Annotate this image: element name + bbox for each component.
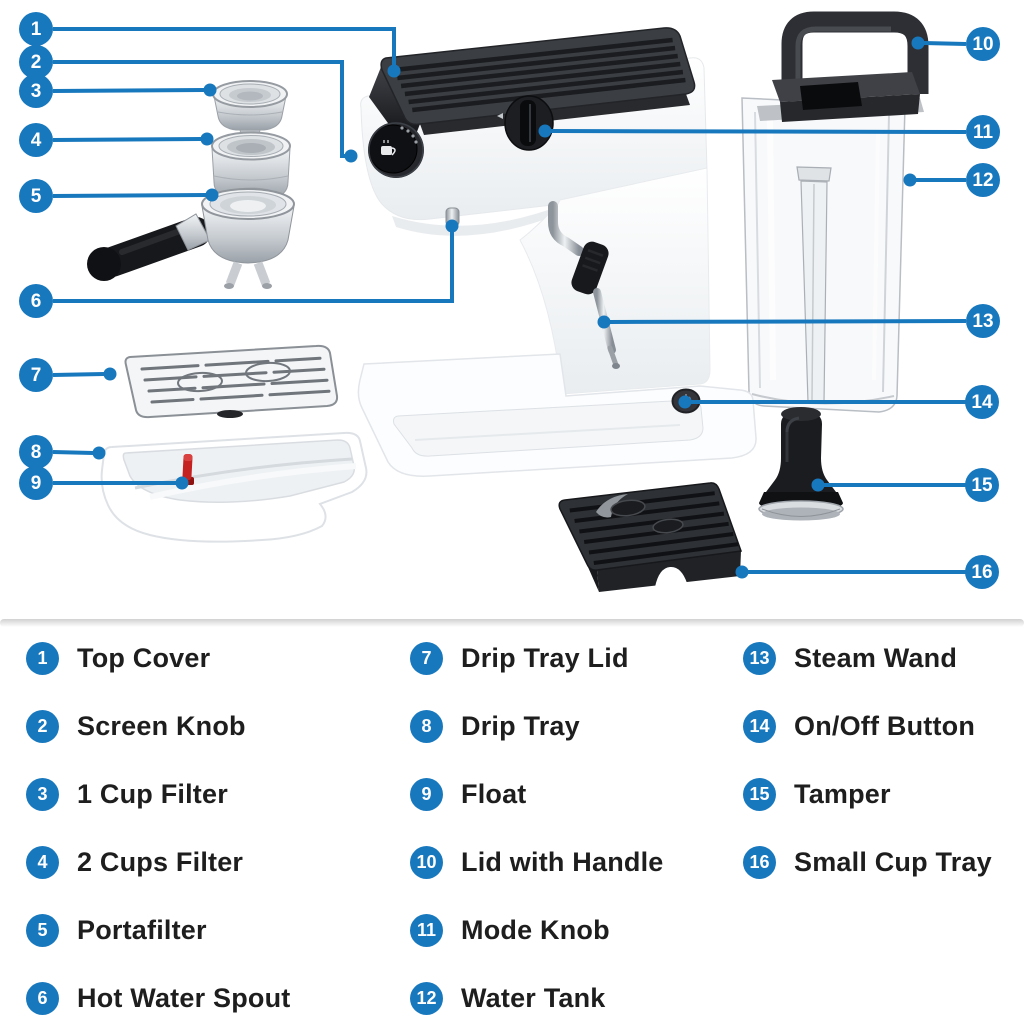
legend-badge-3: 3 bbox=[26, 777, 59, 811]
legend-label-1-cup-filter: 1 Cup Filter bbox=[77, 778, 228, 809]
legend-item-drip-tray-lid: 7 Drip Tray Lid bbox=[410, 624, 664, 692]
legend-item-lid-with-handle: 10 Lid with Handle bbox=[410, 828, 664, 896]
legend-column-2: 7 Drip Tray Lid 8 Drip Tray 9 Float 10 L… bbox=[410, 624, 664, 1032]
small-cup-tray-illustration bbox=[558, 482, 743, 598]
legend-label-tamper: Tamper bbox=[794, 778, 891, 809]
legend-column-3: 13 Steam Wand 14 On/Off Button 15 Tamper… bbox=[743, 624, 992, 896]
leader-lines bbox=[52, 27, 967, 579]
legend-item-mode-knob: 11 Mode Knob bbox=[410, 896, 664, 964]
callout-badge-2: 2 bbox=[19, 45, 53, 79]
legend-label-on-off-button: On/Off Button bbox=[794, 710, 976, 741]
callout-badge-13: 13 bbox=[966, 304, 1000, 338]
legend-item-1-cup-filter: 3 1 Cup Filter bbox=[26, 760, 290, 828]
legend-divider bbox=[0, 619, 1024, 627]
legend-badge-15: 15 bbox=[743, 777, 776, 811]
legend-badge-8: 8 bbox=[410, 709, 443, 743]
machine-body-illustration bbox=[357, 27, 757, 477]
legend-item-screen-knob: 2 Screen Knob bbox=[26, 692, 290, 760]
portafilter-illustration bbox=[87, 188, 295, 289]
legend-badge-13: 13 bbox=[743, 641, 776, 675]
drip-tray-illustration bbox=[100, 431, 368, 543]
legend-badge-14: 14 bbox=[743, 709, 776, 743]
legend-badge-11: 11 bbox=[410, 913, 443, 947]
legend-label-screen-knob: Screen Knob bbox=[77, 710, 246, 741]
legend-item-on-off-button: 14 On/Off Button bbox=[743, 692, 992, 760]
legend-item-hot-water-spout: 6 Hot Water Spout bbox=[26, 964, 290, 1032]
legend-item-steam-wand: 13 Steam Wand bbox=[743, 624, 992, 692]
callout-badge-12: 12 bbox=[966, 163, 1000, 197]
callout-badge-6: 6 bbox=[19, 284, 53, 318]
callout-badge-4: 4 bbox=[19, 123, 53, 157]
callout-badge-1: 1 bbox=[19, 12, 53, 46]
legend-item-small-cup-tray: 16 Small Cup Tray bbox=[743, 828, 992, 896]
legend-label-drip-tray-lid: Drip Tray Lid bbox=[461, 642, 629, 673]
callout-badge-8: 8 bbox=[19, 435, 53, 469]
legend-item-2-cups-filter: 4 2 Cups Filter bbox=[26, 828, 290, 896]
callout-badge-5: 5 bbox=[19, 179, 53, 213]
callout-badge-14: 14 bbox=[965, 385, 999, 419]
callout-badge-7: 7 bbox=[19, 358, 53, 392]
legend-item-portafilter: 5 Portafilter bbox=[26, 896, 290, 964]
legend-column-1: 1 Top Cover 2 Screen Knob 3 1 Cup Filter… bbox=[26, 624, 290, 1032]
screen-knob-illustration bbox=[368, 122, 424, 178]
legend-badge-6: 6 bbox=[26, 981, 59, 1015]
legend-label-steam-wand: Steam Wand bbox=[794, 642, 958, 673]
legend-label-top-cover: Top Cover bbox=[77, 642, 211, 673]
legend-label-lid-with-handle: Lid with Handle bbox=[461, 846, 664, 877]
espresso-machine-illustration bbox=[52, 11, 967, 598]
legend-badge-10: 10 bbox=[410, 845, 443, 879]
drip-tray-lid-illustration bbox=[124, 344, 339, 419]
legend-item-float: 9 Float bbox=[410, 760, 664, 828]
legend-badge-2: 2 bbox=[26, 709, 59, 743]
callout-badge-3: 3 bbox=[19, 74, 53, 108]
callout-badge-9: 9 bbox=[19, 466, 53, 500]
legend-item-tamper: 15 Tamper bbox=[743, 760, 992, 828]
legend-badge-9: 9 bbox=[410, 777, 443, 811]
legend-item-drip-tray: 8 Drip Tray bbox=[410, 692, 664, 760]
top-cover-illustration bbox=[369, 27, 696, 152]
legend-item-top-cover: 1 Top Cover bbox=[26, 624, 290, 692]
legend-label-mode-knob: Mode Knob bbox=[461, 914, 610, 945]
legend-label-2-cups-filter: 2 Cups Filter bbox=[77, 846, 244, 877]
water-tank-illustration bbox=[741, 97, 906, 413]
legend-badge-5: 5 bbox=[26, 913, 59, 947]
callout-badge-10: 10 bbox=[966, 27, 1000, 61]
legend-label-small-cup-tray: Small Cup Tray bbox=[794, 846, 992, 877]
tank-lid-with-handle-illustration bbox=[757, 11, 929, 122]
callout-badge-11: 11 bbox=[966, 115, 1000, 149]
legend-label-float: Float bbox=[461, 778, 527, 809]
product-exploded-diagram: 1 2 3 4 5 6 7 8 9 10 11 12 13 14 15 16 bbox=[19, 11, 1000, 598]
legend-label-water-tank: Water Tank bbox=[461, 982, 606, 1013]
legend: 1 Top Cover 2 Screen Knob 3 1 Cup Filter… bbox=[0, 624, 1024, 1024]
legend-badge-12: 12 bbox=[410, 981, 443, 1015]
callout-badge-16: 16 bbox=[965, 555, 999, 589]
callout-badge-15: 15 bbox=[965, 468, 999, 502]
legend-badge-4: 4 bbox=[26, 845, 59, 879]
legend-badge-7: 7 bbox=[410, 641, 443, 675]
mode-knob-illustration bbox=[497, 95, 554, 151]
legend-badge-16: 16 bbox=[743, 845, 776, 879]
legend-label-portafilter: Portafilter bbox=[77, 914, 207, 945]
legend-label-drip-tray: Drip Tray bbox=[461, 710, 580, 741]
legend-badge-1: 1 bbox=[26, 641, 59, 675]
legend-item-water-tank: 12 Water Tank bbox=[410, 964, 664, 1032]
legend-label-hot-water-spout: Hot Water Spout bbox=[77, 982, 291, 1013]
tamper-illustration bbox=[758, 407, 844, 521]
